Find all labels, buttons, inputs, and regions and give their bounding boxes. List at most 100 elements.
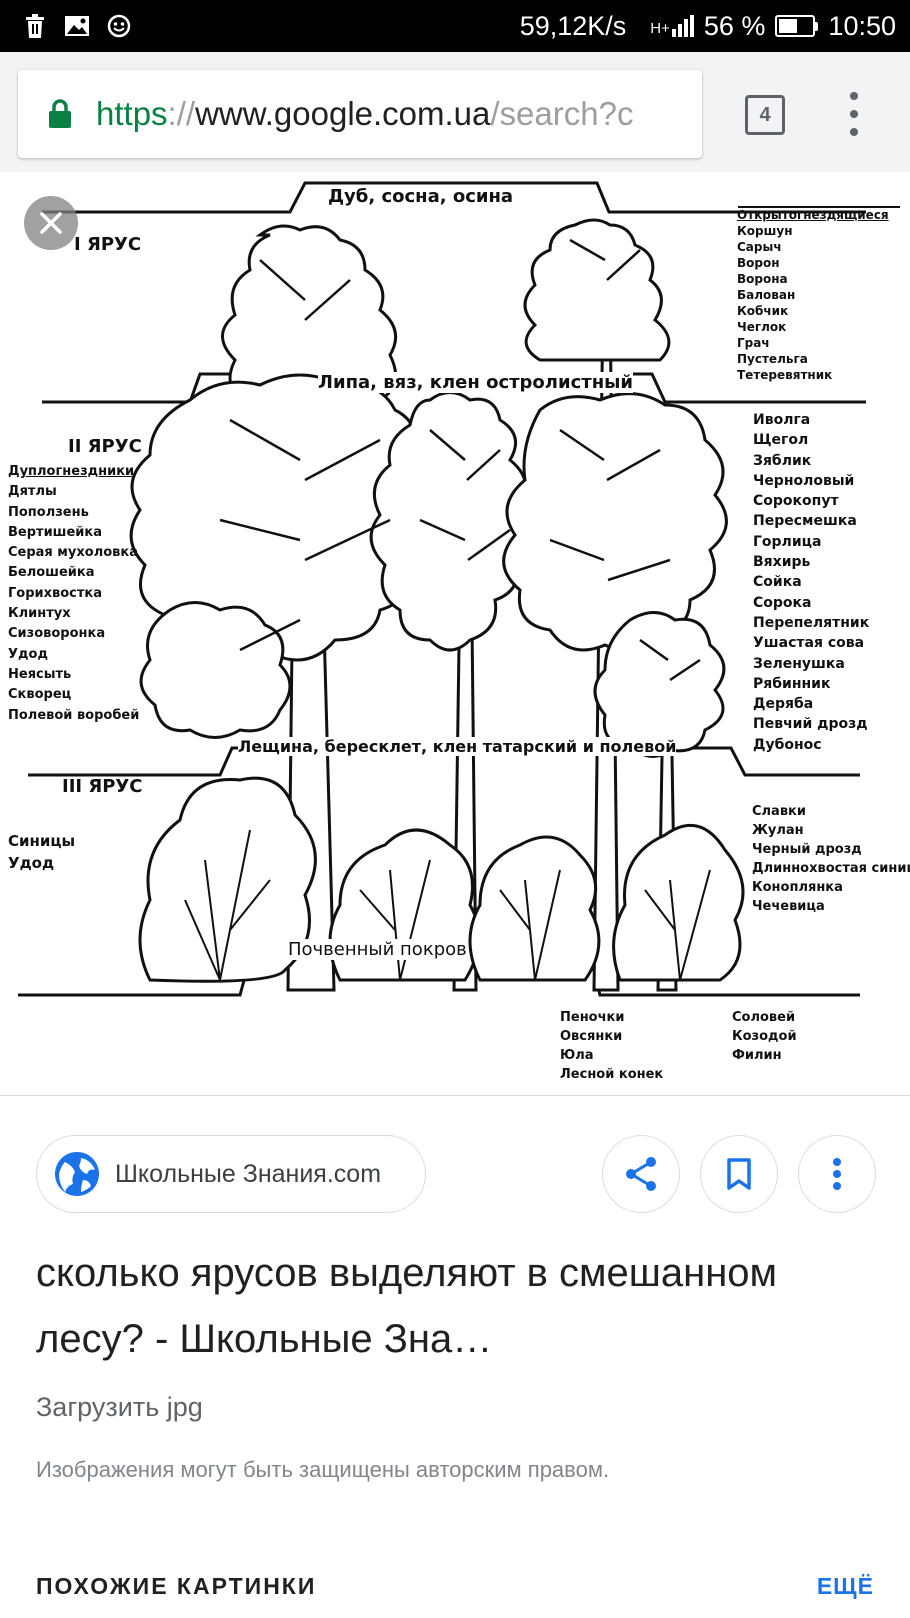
- bird-label: Славки: [752, 804, 806, 819]
- tier1-label: I ЯРУС: [74, 234, 142, 255]
- tier3-label: III ЯРУС: [62, 776, 143, 797]
- bird-label: Певчий дрозд: [753, 716, 868, 733]
- tier2-label: II ЯРУС: [68, 436, 142, 457]
- bird-label: Тетеревятник: [737, 368, 833, 382]
- image-icon: [64, 13, 90, 39]
- bird-label: Чечевица: [752, 899, 825, 914]
- more-vert-icon: [833, 1158, 841, 1190]
- ground-label: Почвенный покров: [288, 939, 467, 960]
- bird-label: Грач: [737, 336, 770, 350]
- bird-label: Балован: [737, 288, 796, 302]
- bird-label: Щегол: [753, 432, 809, 449]
- bird-label: Удод: [8, 854, 55, 872]
- bird-label: Вертишейка: [8, 524, 103, 540]
- bird-label: Горлица: [753, 533, 822, 550]
- status-bar: 59,12K/s H+ 56 % 10:50: [0, 0, 910, 52]
- bird-label: Коршун: [737, 224, 793, 238]
- bird-label: Удод: [8, 646, 48, 662]
- save-button[interactable]: [700, 1135, 778, 1213]
- network-type: H+: [650, 20, 670, 37]
- bird-label: Вяхирь: [753, 554, 811, 571]
- bird-label: Клинтух: [8, 606, 71, 622]
- more-button[interactable]: ЕЩЁ: [816, 1573, 874, 1599]
- bird-label: Пересмешка: [753, 513, 857, 530]
- right-low-birds: Славки Жулан Черный дрозд Длиннохвостая …: [752, 802, 910, 916]
- network-speed: 59,12K/s: [519, 10, 627, 41]
- clock: 10:50: [828, 10, 896, 41]
- bird-label: Неясыть: [8, 666, 72, 682]
- copyright-notice: Изображения могут быть защищены авторски…: [36, 1457, 610, 1482]
- bird-label: Синицы: [8, 832, 76, 850]
- bird-label: Зеленушка: [753, 655, 845, 672]
- right-top-birds: Открытогнездящиеся Коршун Сарыч Ворон Во…: [737, 207, 889, 383]
- bird-label: Черноловый: [753, 472, 855, 489]
- bird-label: Серая мухоловка: [8, 545, 138, 561]
- bird-label: Белошейка: [8, 565, 95, 581]
- bird-label: Пустельга: [737, 352, 808, 366]
- image-viewer: Дуб, сосна, осина I ЯРУС Липа, вяз, клен…: [0, 172, 910, 1096]
- bird-label: Козодой: [732, 1029, 797, 1044]
- bird-label: Деряба: [753, 696, 814, 713]
- download-link[interactable]: Загрузить jpg: [36, 1392, 203, 1422]
- left-heading: Дуплогнездники: [8, 464, 135, 479]
- lock-icon: [48, 99, 72, 129]
- ground-right-birds: Соловей Козодой Филин: [732, 1008, 797, 1065]
- bird-label: Полевой воробей: [8, 707, 140, 723]
- bird-label: Дубонос: [753, 736, 822, 753]
- bird-label: Овсянки: [560, 1029, 623, 1044]
- tab-switcher-button[interactable]: 4: [745, 95, 785, 135]
- url-separator: ://: [167, 95, 196, 132]
- source-name: Школьные Знания.com: [115, 1159, 382, 1188]
- bird-label: Сизоворонка: [8, 626, 106, 642]
- bird-label: Юла: [560, 1048, 594, 1063]
- share-icon: [626, 1157, 656, 1191]
- right-mid-birds: Иволга Щегол Зяблик Черноловый Сорокопут…: [753, 410, 869, 755]
- bird-label: Лесной конек: [560, 1067, 664, 1082]
- trash-icon: [22, 13, 48, 39]
- source-chip[interactable]: Школьные Знания.com: [36, 1135, 426, 1213]
- emoji-icon: [106, 13, 132, 39]
- result-title[interactable]: сколько ярусов выделяют в смешанном лесу…: [36, 1251, 778, 1361]
- browser-toolbar: https://www.google.com.ua/search?c 4: [0, 52, 910, 172]
- top-trees-label: Дуб, сосна, осина: [328, 186, 514, 207]
- bird-label: Скворец: [8, 687, 72, 703]
- bird-label: Горихвостка: [8, 585, 103, 601]
- bird-label: Рябинник: [753, 675, 831, 692]
- bird-label: Сорока: [753, 594, 812, 611]
- more-options-button[interactable]: [798, 1135, 876, 1213]
- address-bar[interactable]: https://www.google.com.ua/search?c: [18, 70, 702, 158]
- bird-label: Филин: [732, 1048, 782, 1063]
- signal-icon: H+: [650, 15, 694, 37]
- left-mid-birds: Дуплогнездники Дятлы Поползень Вертишейк…: [8, 462, 139, 726]
- battery-percent: 56 %: [703, 10, 766, 41]
- share-button[interactable]: [602, 1135, 680, 1213]
- bird-label: Зяблик: [753, 452, 812, 469]
- left-low-birds: Синицы Удод: [8, 830, 75, 874]
- forest-layers-drawing: [18, 181, 900, 997]
- ground-left-birds: Пеночки Овсянки Юла Лесной конек: [560, 1008, 663, 1084]
- close-button[interactable]: [24, 196, 78, 250]
- bird-label: Жулан: [752, 823, 804, 838]
- bird-label: Иволга: [753, 412, 811, 428]
- bookmark-icon: [727, 1158, 751, 1190]
- url-scheme: https: [96, 95, 168, 132]
- overflow-menu-button[interactable]: [842, 92, 866, 136]
- close-icon: [40, 212, 62, 234]
- bird-label: Перепелятник: [753, 614, 870, 631]
- mid-trees-label: Липа, вяз, клен остролистный: [318, 372, 634, 393]
- bird-label: Ушастая сова: [753, 635, 865, 652]
- bird-label: Длиннохвостая синица: [752, 861, 910, 876]
- notification-icons: [22, 13, 132, 39]
- bird-label: Сорокопут: [753, 493, 839, 510]
- battery-icon: [775, 15, 819, 37]
- bird-label: Ворон: [737, 256, 780, 270]
- similar-images-heading: ПОХОЖИЕ КАРТИНКИ: [36, 1573, 317, 1599]
- url-text[interactable]: https://www.google.com.ua/search?c: [96, 95, 633, 133]
- bird-label: Чеглок: [737, 320, 787, 334]
- bird-label: Черный дрозд: [752, 842, 862, 857]
- low-trees-label: Лещина, бересклет, клен татарский и поле…: [238, 737, 677, 756]
- bird-label: Кобчик: [737, 304, 789, 318]
- globe-icon: [55, 1152, 99, 1196]
- bird-label: Дятлы: [8, 484, 57, 500]
- bird-label: Пеночки: [560, 1010, 625, 1025]
